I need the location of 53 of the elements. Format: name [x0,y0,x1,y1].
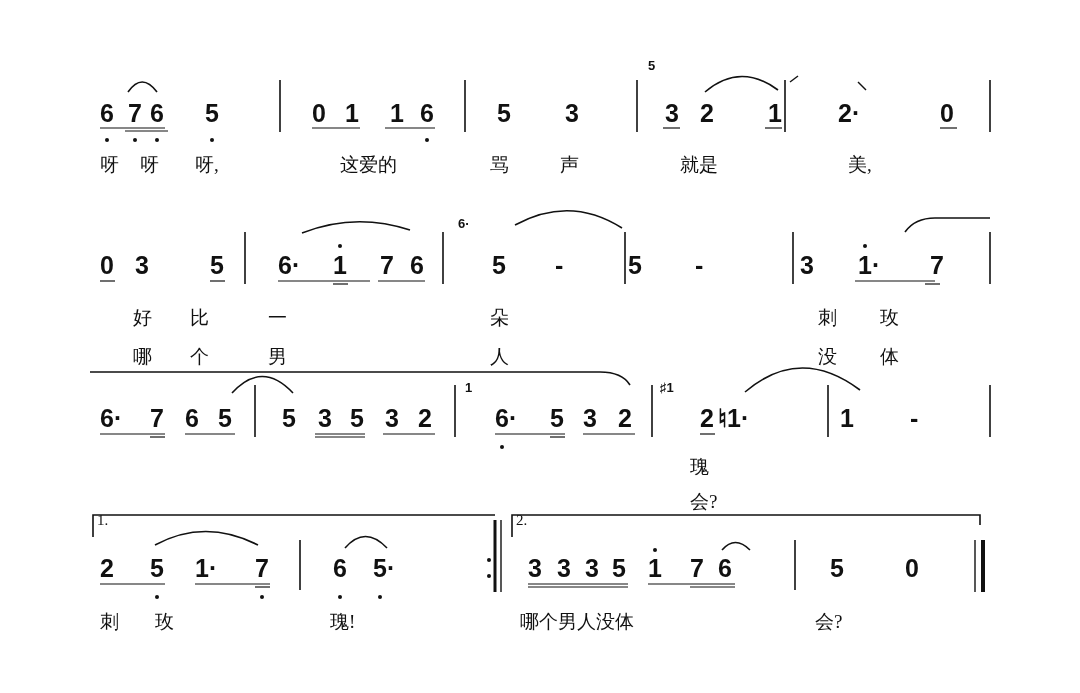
note-digits: 5 - [492,251,565,279]
note-digits: 2 ♮1· [700,404,751,432]
lyric-text: 这爱的 [340,154,397,176]
note-digits: 2· [838,99,862,127]
lyric-text: 声 [560,154,579,176]
lyric-text: 哪 [133,346,152,368]
lyric-text: 体 [880,346,899,368]
lyric-text: 个 [190,346,209,368]
lyric-text: 玫 [880,307,899,329]
lyric-text: 呀 [140,154,159,176]
lyric-text: 呀, [195,154,219,176]
note-digits: 3 2 1 [665,99,783,127]
volta-number: 1. [97,512,109,528]
lyric-text: 瑰! [330,611,356,633]
note-digits: 0 [940,99,955,127]
note-digits: 6· 5 3 2 [495,404,633,432]
note-digits: 5 3 [497,99,580,127]
lyric-text: 呀 [100,154,119,176]
lyric-text: 一 [268,307,287,329]
lyric-text: 哪个男人没体 [520,611,634,633]
note-digits: 0 3 5 [100,251,225,279]
grace-note: ♯1 [660,381,674,395]
note-digits: 6 7 6 5 [100,99,220,127]
volta-number: 2. [516,512,528,528]
note-digits: 2 5 1· 7 [100,554,270,582]
lyric-text: 就是 [680,154,718,176]
lyric-text: 玫 [155,611,174,633]
lyric-text: 人 [490,346,509,368]
lyric-text: 刺 [100,611,119,633]
grace-note: 5 [648,59,656,73]
note-digits: 6· 1 7 6 [278,251,425,279]
lyric-text: 刺 [818,307,837,329]
note-digits: 1 - [840,404,920,432]
grace-note: 6· [458,217,470,231]
lyric-text: 瑰 [690,456,709,478]
note-digits: 6· 7 6 5 [100,404,233,432]
lyric-text: 美, [848,154,872,176]
lyric-text: 男 [268,346,287,368]
note-digits: 3 3 3 5 1 7 6 [528,554,733,582]
lyric-text: 没 [818,346,837,368]
note-digits: 6 5· [333,554,397,582]
grace-note: 1 [465,381,473,395]
note-digits: 0 1 1 6 [312,99,435,127]
lyric-text: 朵 [490,307,509,329]
note-digits: 5 3 5 3 2 [282,404,433,432]
note-digits: 5 0 [830,554,920,582]
note-digits: 5 - [628,251,705,279]
lyric-text: 好 [133,307,152,329]
note-digits: 3 1· 7 [800,251,945,279]
lyric-text: 会? [690,491,718,513]
lyric-text: 比 [190,307,209,329]
lyric-text: 骂 [490,154,509,176]
lyric-text: 会? [815,611,843,633]
